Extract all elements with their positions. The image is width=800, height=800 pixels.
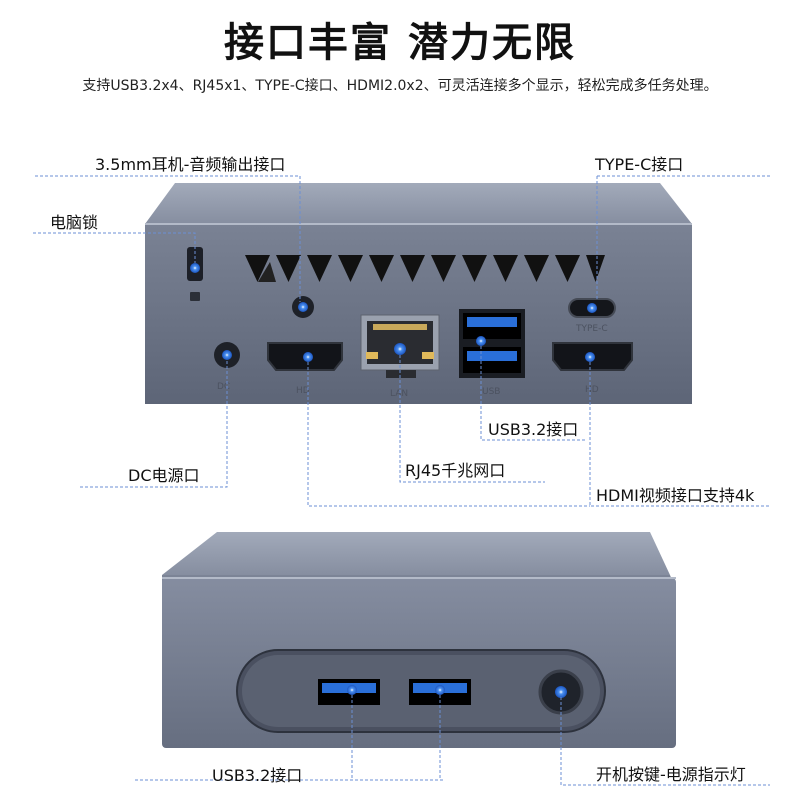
page-subtitle: 支持USB3.2x4、RJ45x1、TYPE-C接口、HDMI2.0x2、可灵活… — [82, 78, 718, 94]
callout-hdmi: HDMI视频接口支持4k — [596, 486, 755, 505]
rear-case-top — [145, 183, 692, 224]
front-leader-lines — [135, 695, 770, 786]
lock-icon — [190, 292, 200, 301]
callout-usb-front: USB3.2接口 — [212, 766, 303, 785]
callout-typec: TYPE-C接口 — [595, 155, 684, 174]
front-mini-pc — [162, 532, 676, 748]
callout-usb-rear: USB3.2接口 — [488, 420, 579, 439]
front-case-top — [162, 532, 670, 575]
callout-audio: 3.5mm耳机-音频输出接口 — [95, 155, 286, 174]
dc-marking: DC — [217, 382, 230, 392]
callout-rj45: RJ45千兆网口 — [405, 461, 506, 480]
hdmi-left-marking: HD — [296, 386, 310, 396]
hdmi-right-marking: HD — [585, 385, 599, 395]
rear-mini-pc — [145, 183, 692, 404]
callout-dc: DC电源口 — [128, 466, 200, 485]
vent-grille — [245, 255, 605, 282]
typec-marking: TYPE-C — [575, 324, 608, 334]
callout-lock: 电脑锁 — [50, 213, 99, 232]
rear-leader-lines — [33, 175, 770, 507]
callout-power: 开机按键-电源指示灯 — [596, 765, 746, 784]
lan-marking: LAN — [390, 389, 408, 399]
usb-marking: USB — [482, 387, 500, 397]
page-title: 接口丰富 潜力无限 — [224, 20, 576, 66]
